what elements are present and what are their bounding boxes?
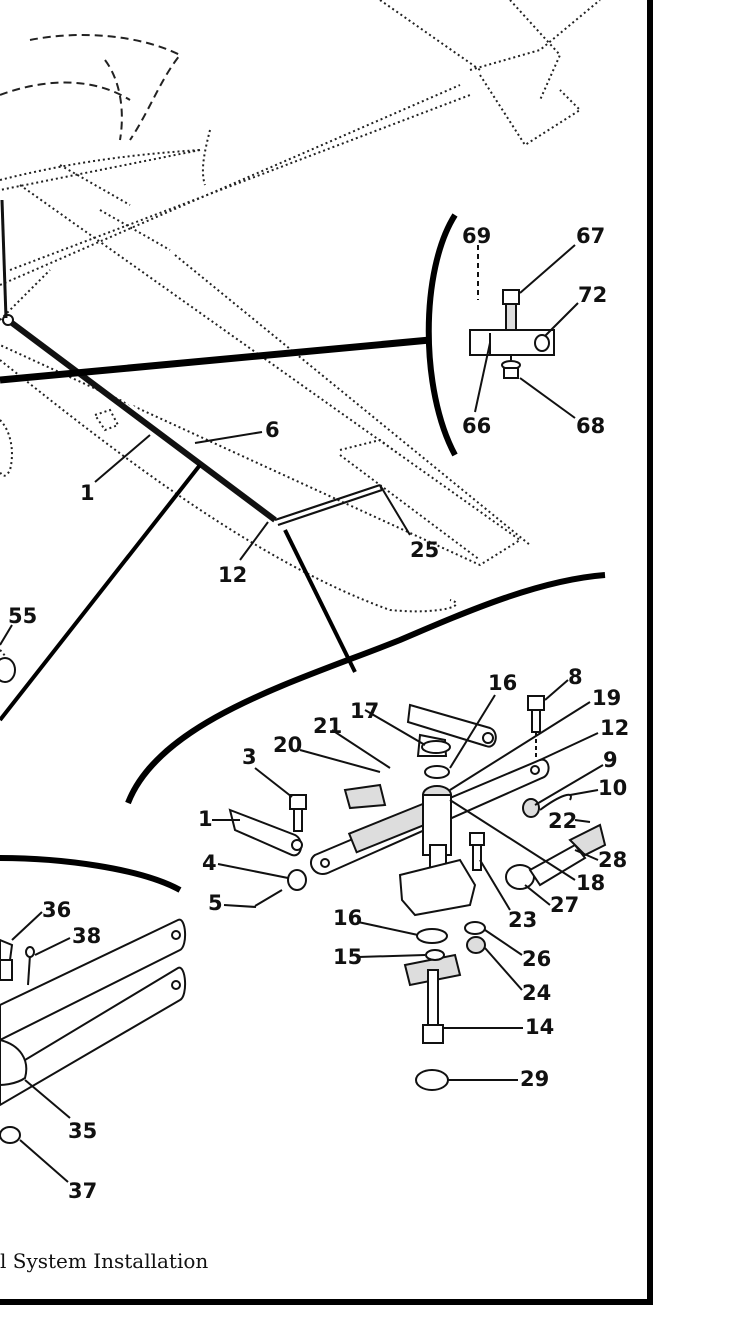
callout-69: 69 xyxy=(462,224,491,248)
callout-38: 38 xyxy=(72,924,101,948)
inset-bellcrank-assembly: 16 8 17 19 21 12 20 3 9 10 1 22 4 28 5 1… xyxy=(125,572,629,1091)
callout-68: 68 xyxy=(576,414,605,438)
page-frame xyxy=(0,0,653,1305)
callout-4: 4 xyxy=(202,851,217,875)
inset-bottom-left: 36 38 35 37 xyxy=(0,855,186,1203)
callout-36: 36 xyxy=(42,898,71,922)
callout-25: 25 xyxy=(410,538,439,562)
callout-22: 22 xyxy=(548,809,577,833)
callout-16-bottom: 16 xyxy=(333,906,362,930)
callout-9: 9 xyxy=(603,748,618,772)
callout-12-inset: 12 xyxy=(600,716,629,740)
callout-37: 37 xyxy=(68,1179,97,1203)
callout-12-main: 12 xyxy=(218,563,247,587)
figure-caption: l System Installation xyxy=(0,1249,208,1273)
callout-6: 6 xyxy=(265,418,280,442)
callout-26: 26 xyxy=(522,947,551,971)
callout-15: 15 xyxy=(333,945,362,969)
callout-20: 20 xyxy=(273,733,302,757)
callout-28: 28 xyxy=(598,848,627,872)
callout-55: 55 xyxy=(8,604,37,628)
callout-14: 14 xyxy=(525,1015,554,1039)
callout-29: 29 xyxy=(520,1067,549,1091)
callout-18: 18 xyxy=(576,871,605,895)
callout-19: 19 xyxy=(592,686,621,710)
callout-16-top: 16 xyxy=(488,671,517,695)
control-tube xyxy=(0,199,384,527)
callout-1-inset: 1 xyxy=(198,807,213,831)
callout-35: 35 xyxy=(68,1119,97,1143)
callout-1-main: 1 xyxy=(80,481,95,505)
callout-66: 66 xyxy=(462,414,491,438)
callout-3: 3 xyxy=(242,745,257,769)
callout-23: 23 xyxy=(508,908,537,932)
callout-72: 72 xyxy=(578,283,607,307)
callout-10: 10 xyxy=(598,776,627,800)
callout-5: 5 xyxy=(208,891,223,915)
callout-24: 24 xyxy=(522,981,551,1005)
main-callouts: 1 6 12 25 55 xyxy=(0,418,439,683)
callout-8: 8 xyxy=(568,665,583,689)
callout-17: 17 xyxy=(350,699,379,723)
callout-67: 67 xyxy=(576,224,605,248)
leader-lines-heavy xyxy=(0,336,431,722)
callout-27: 27 xyxy=(550,893,579,917)
inset-bolt-bracket: 69 67 72 66 68 xyxy=(425,213,607,457)
